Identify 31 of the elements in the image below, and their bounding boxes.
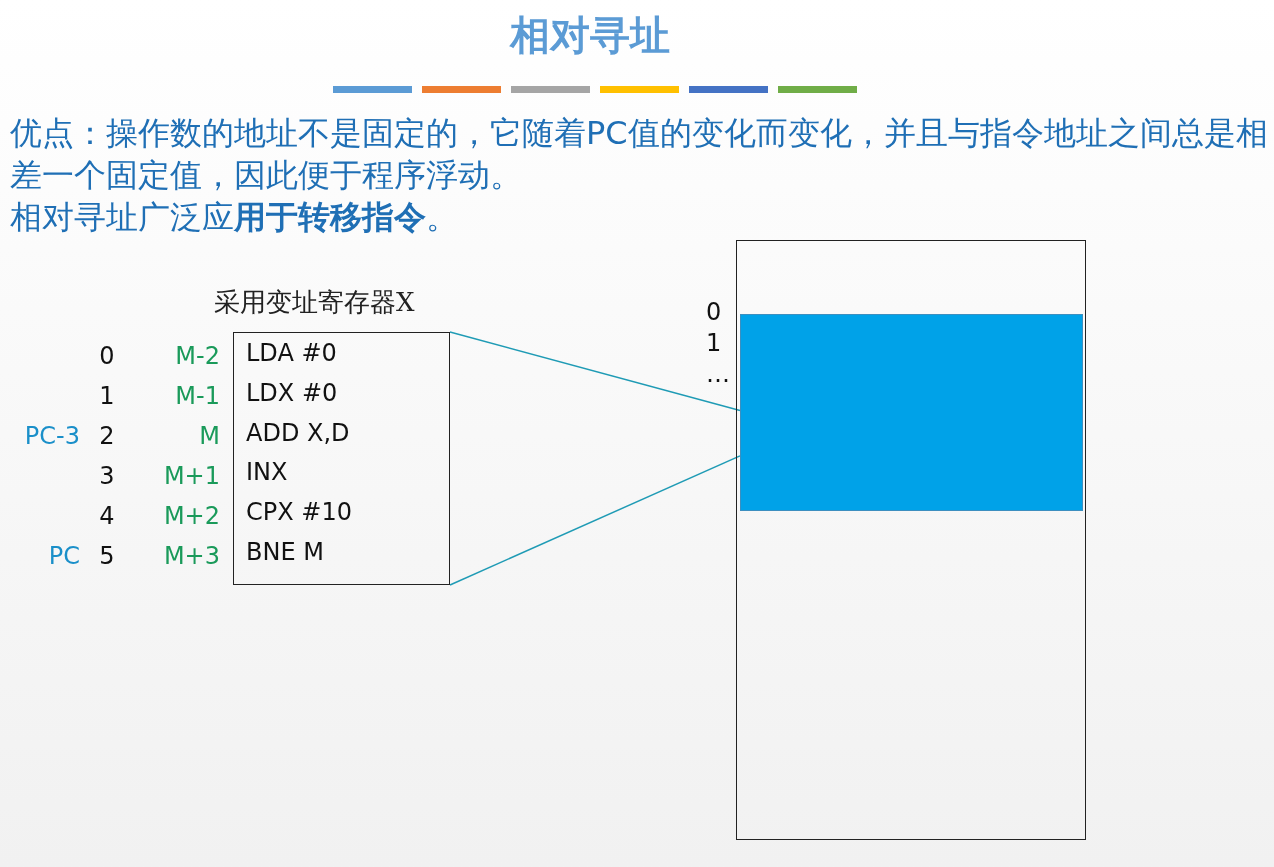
instruction-text: LDA #0 [246,339,337,367]
address-label: M-1 [175,382,220,410]
row-number: 2 [99,422,115,450]
memory-box [736,240,1086,840]
memory-block [740,314,1083,511]
description-text: 优点：操作数的地址不是固定的，它随着PC值的变化而变化，并且与指令地址之间总是相差一个固定值，因此便于程序浮动。 [10,113,1269,196]
row-number: 3 [99,462,115,490]
row-number: 4 [99,502,115,530]
memory-address: … [706,360,730,388]
row-number: 0 [99,342,115,370]
address-label: M [199,422,220,450]
address-label: M+2 [163,502,220,530]
instruction-text: LDX #0 [246,378,338,407]
instruction-text: INX [246,458,288,487]
memory-address: 1 [706,329,722,357]
instruction-text: ADD X,D [246,418,350,447]
memory-address: 0 [706,298,722,326]
address-label: M+3 [163,542,220,570]
connector-line [449,331,741,412]
instruction-text: BNE M [246,538,324,566]
connector-line [449,455,741,586]
title: 相对寻址 [508,11,671,60]
row-number: 1 [99,382,115,410]
row-number: 5 [99,542,115,570]
description-text: 相对寻址广泛应用于转移指令。 [10,197,459,238]
address-label: M+1 [163,462,220,490]
box-heading: 采用变址寄存器X [214,286,415,319]
pc-label: PC-3 [24,422,80,450]
address-label: M-2 [175,342,220,370]
instruction-text: CPX #10 [246,498,352,527]
pc-label: PC [48,542,80,570]
